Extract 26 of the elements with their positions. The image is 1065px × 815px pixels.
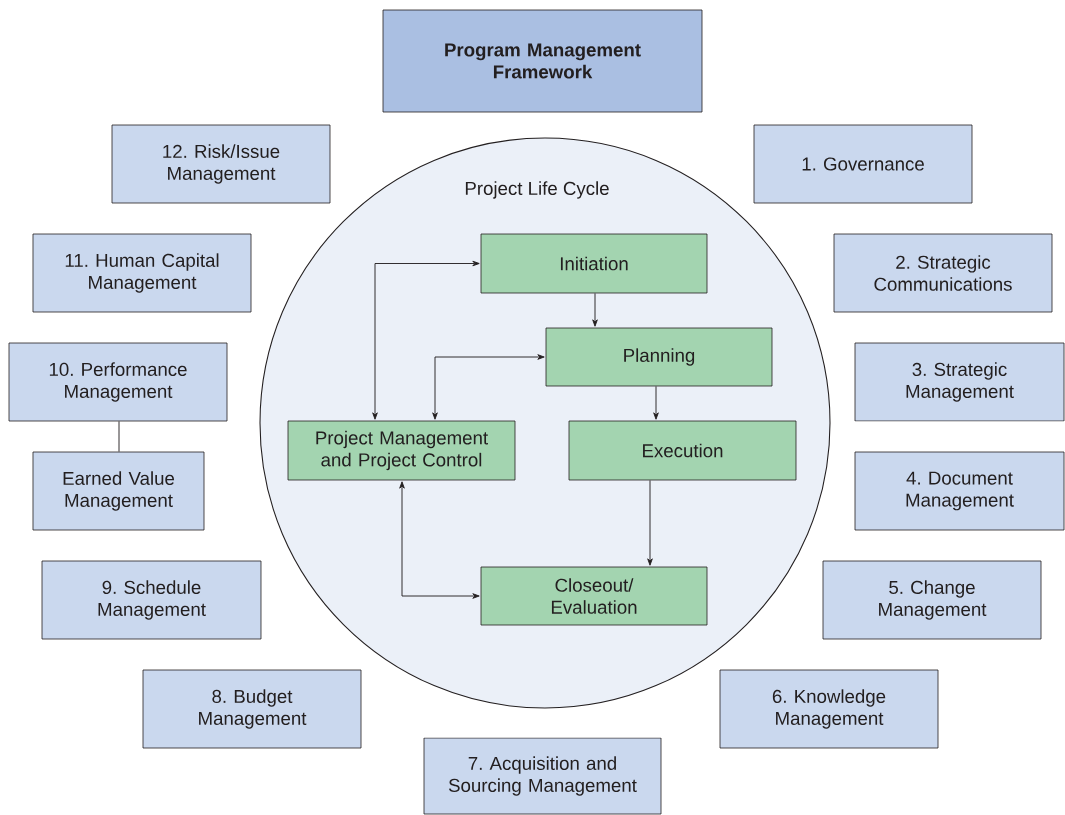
area-box: 5. Change Management: [822, 560, 1042, 640]
area-box: 12. Risk/Issue Management: [111, 124, 331, 204]
area-box: 3. Strategic Management: [854, 342, 1065, 422]
arrow: [592, 292, 598, 327]
area-box: 6. Knowledge Management: [719, 669, 939, 749]
area-box: 10. Performance Management: [8, 342, 228, 422]
area-box: 7. Acquisition and Sourcing Management: [423, 737, 662, 815]
phase-box: Initiation: [480, 233, 708, 294]
arrow: [399, 481, 480, 599]
area-box: 4. Document Management: [854, 451, 1065, 531]
area-box: 2. Strategic Communications: [833, 233, 1053, 313]
area-box: 11. Human Capital Management: [32, 233, 252, 313]
area-box: 8. Budget Management: [142, 669, 362, 749]
phase-box: Planning: [545, 327, 773, 387]
arrow: [653, 385, 659, 420]
connector-line: [118, 420, 120, 453]
arrow: [647, 479, 653, 566]
arrow: [432, 354, 545, 420]
area-box: 9. Schedule Management: [41, 560, 262, 640]
area-box: Earned Value Management: [32, 451, 205, 531]
arrow: [372, 260, 480, 420]
phase-box: Project Management and Project Control: [287, 420, 516, 481]
phase-box: Execution: [568, 420, 797, 481]
title-box: Program Management Framework: [382, 9, 703, 113]
phase-box: Closeout/ Evaluation: [480, 566, 708, 626]
area-box: 1. Governance: [753, 124, 973, 204]
